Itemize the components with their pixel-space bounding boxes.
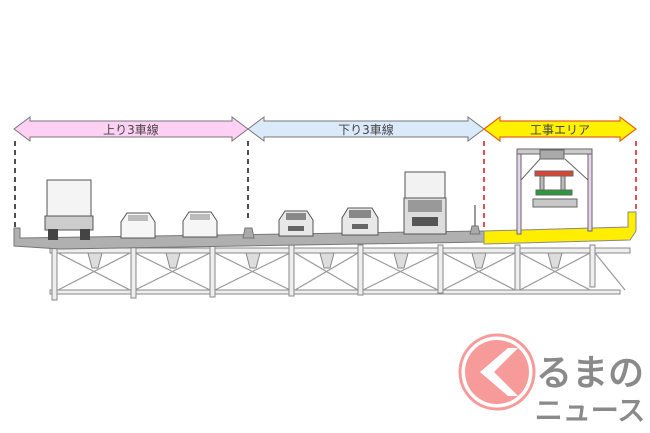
kuruma-news-logo: るまの ニュース xyxy=(458,333,646,427)
truck-rear xyxy=(44,179,94,240)
section-arrow-inbound: 上り3車線 xyxy=(13,116,249,142)
car-front xyxy=(278,210,314,237)
median-barrier xyxy=(242,227,255,239)
section-arrow-outbound: 下り3車線 xyxy=(247,116,485,142)
car-rear xyxy=(120,212,156,239)
logo-text-line1: るまの xyxy=(536,353,644,394)
chevron-left-icon xyxy=(480,348,518,396)
section-label-outbound: 下り3車線 xyxy=(338,122,394,137)
construction-deck-section xyxy=(483,211,637,245)
section-label-construction: 工事エリア xyxy=(530,123,590,137)
median-barrier xyxy=(469,225,481,235)
section-arrow-construction: 工事エリア xyxy=(483,115,637,143)
section-label-inbound: 上り3車線 xyxy=(103,122,159,137)
logo-text-line2: ニュース xyxy=(535,394,646,427)
car-front xyxy=(341,207,379,236)
car-rear xyxy=(182,211,218,238)
steel-truss xyxy=(49,244,631,301)
construction-gantry xyxy=(516,148,593,235)
truck-front xyxy=(403,171,447,235)
section-boundaries xyxy=(14,141,637,228)
road-deck xyxy=(13,205,637,250)
